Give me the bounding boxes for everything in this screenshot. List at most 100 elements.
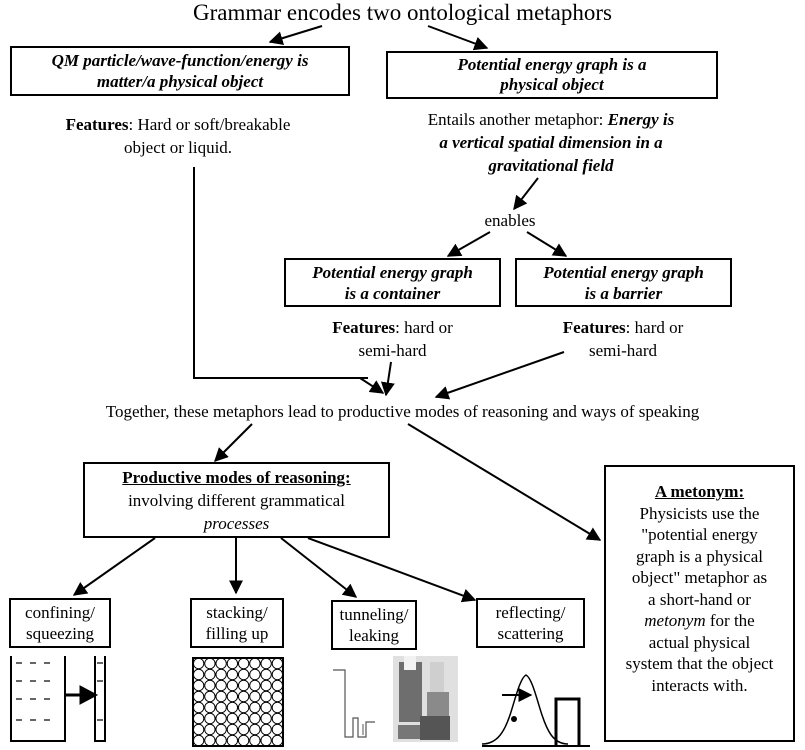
stacked-circle (249, 690, 261, 703)
arrow-title-to-peg (427, 25, 489, 51)
stacked-circle (249, 679, 261, 692)
stacked-circle (192, 723, 205, 736)
stacked-circle (237, 734, 250, 747)
stacked-circle (215, 657, 227, 670)
mode-confining-box: confining/ squeezing (9, 598, 111, 648)
stacked-circle (226, 679, 239, 692)
stacked-circle (192, 734, 205, 747)
peg-physical-object-box: Potential energy graph is a physical obj… (386, 51, 718, 99)
stacking-illustration (192, 657, 284, 747)
reflecting-illustration (481, 674, 590, 747)
peg-box-line2: physical object (500, 75, 604, 94)
stacked-circle (271, 734, 284, 747)
stacked-circle (204, 701, 216, 714)
arrow-enables-to-container (446, 231, 491, 257)
stacked-circle (249, 712, 261, 725)
stacked-circle (237, 657, 250, 670)
qm-features-label: Features (65, 115, 129, 134)
metonym-box: A metonym: Physicists use the "potential… (604, 465, 795, 742)
metonym-line: "potential energy (641, 525, 758, 544)
arrow-to-confining (72, 537, 156, 596)
mode-stacking-box: stacking/ filling up (190, 598, 284, 648)
stacked-circle (260, 657, 272, 670)
entails-prefix: Entails another metaphor: (427, 110, 608, 129)
metonym-line: actual physical (648, 632, 751, 652)
stacked-circle (192, 679, 205, 692)
stacked-circle (260, 668, 272, 681)
stacked-circle (226, 701, 239, 714)
mode-reflecting-line2: scattering (497, 624, 564, 643)
stacked-circle (271, 701, 284, 714)
stacked-circle (260, 690, 272, 703)
stacked-circle (271, 657, 284, 670)
stacked-circle (260, 679, 272, 692)
stacked-circle (204, 690, 216, 703)
stacked-circle (204, 712, 216, 725)
container-features-text: Features: hard or semi-hard (300, 316, 485, 362)
arrow-together-to-modes (214, 423, 253, 462)
mode-reflecting-line1: reflecting/ (495, 603, 566, 622)
metonym-word: metonym (644, 611, 706, 630)
qm-metaphor-line1: QM particle/wave-function/energy is (51, 51, 309, 70)
enables-label: enables (484, 211, 536, 230)
metonym-line: Physicists use the (639, 503, 760, 523)
mode-tunneling-box: tunneling/ leaking (331, 600, 417, 650)
stacked-circle (192, 690, 205, 703)
stacked-circle (204, 723, 216, 736)
stacked-circle (237, 679, 250, 692)
together-statement: Together, these metaphors lead to produc… (105, 402, 700, 421)
stacked-circle (215, 712, 227, 725)
qm-metaphor-box: QM particle/wave-function/energy is matt… (10, 46, 350, 96)
stacked-circle (260, 701, 272, 714)
stacked-circle (215, 734, 227, 747)
arrow-enables-to-barrier (526, 231, 568, 257)
stacked-circle (271, 679, 284, 692)
mode-stacking-line1: stacking/ (206, 603, 268, 622)
stacked-circle (237, 701, 250, 714)
stacked-circle (204, 734, 216, 747)
arrow-barrier-to-together (434, 351, 565, 400)
barrier-box-line1: Potential energy graph (543, 262, 704, 282)
stacked-circle (215, 701, 227, 714)
stacked-circle (215, 668, 227, 681)
metonym-rest: for the (705, 611, 755, 630)
stacked-circle (271, 723, 284, 736)
barrier-features-text2: semi-hard (589, 341, 657, 360)
peg-box-line1: Potential energy graph is a (457, 55, 647, 74)
mode-confining-line1: confining/ (25, 603, 95, 622)
stacked-circle (260, 723, 272, 736)
stacked-circle (204, 668, 216, 681)
stacked-circle (260, 734, 272, 747)
container-features-text2: semi-hard (358, 341, 427, 360)
stacked-circle (204, 657, 216, 670)
diagram-title: Grammar encodes two ontological metaphor… (193, 0, 612, 25)
productive-modes-heading: Productive modes of reasoning: (122, 467, 351, 487)
entails-em3: gravitational field (488, 156, 614, 175)
stacked-circle (226, 657, 239, 670)
productive-modes-line3: processes (203, 513, 270, 533)
stacked-circle (226, 690, 239, 703)
metonym-line: system that the object (625, 654, 774, 673)
container-metaphor-box: Potential energy graph is a container (284, 258, 501, 307)
stacked-circle (204, 679, 216, 692)
entails-text: Entails another metaphor: Energy is a ve… (376, 108, 726, 177)
stacked-circle (215, 679, 227, 692)
stacked-circle (237, 668, 250, 681)
stacked-circle (237, 712, 250, 725)
stacked-circle (192, 712, 205, 725)
barrier-box-line2: is a barrier (584, 283, 663, 303)
productive-modes-line2: involving different grammatical (128, 490, 345, 510)
container-box-line2: is a container (344, 283, 441, 303)
mode-tunneling-line1: tunneling/ (339, 605, 409, 624)
stacked-circle (237, 690, 250, 703)
mode-stacking-line2: filling up (205, 624, 269, 643)
stacked-circle (271, 690, 284, 703)
entails-em2: a vertical spatial dimension in a (439, 133, 663, 152)
barrier-features-text: Features: hard or semi-hard (528, 316, 718, 362)
mode-confining-line2: squeezing (26, 624, 94, 643)
stacked-circle (192, 668, 205, 681)
container-features-text1: : hard or (395, 318, 453, 337)
stacked-circle (237, 723, 250, 736)
